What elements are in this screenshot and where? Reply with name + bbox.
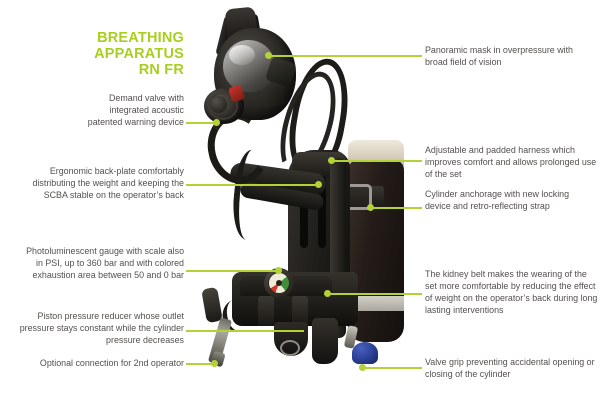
callout-optional-connection: Optional connection for 2nd operator (39, 358, 184, 368)
callout-pressure-reducer: Piston pressure reducer whose outlet pre… (19, 311, 184, 345)
mask-visor-highlight (229, 45, 255, 65)
demand-valve-ring (208, 92, 238, 120)
leader-line-panoramic-mask (270, 55, 422, 57)
leader-dot-cylinder-anchorage (367, 204, 374, 211)
leader-line-demand-valve (186, 122, 216, 124)
leader-line-kidney-belt (329, 293, 422, 295)
callout-cylinder-anchorage: Cylinder anchorage with new locking devi… (425, 189, 570, 211)
d-ring (280, 340, 300, 356)
leader-dot-valve-grip (359, 364, 366, 371)
callout-back-plate: Ergonomic back-plate comfortably distrib… (32, 166, 184, 200)
title-line-2: RN FR (138, 62, 184, 79)
leader-dot-panoramic-mask (265, 52, 272, 59)
kidney-belt-webbing-left (258, 296, 274, 326)
kidney-belt-webbing-right (292, 296, 308, 326)
leader-dot-kidney-belt (324, 290, 331, 297)
blue-valve-grip (352, 342, 378, 364)
callout-kidney-belt: The kidney belt makes the wearing of the… (425, 269, 598, 315)
leader-line-gauge (186, 270, 278, 272)
page-title: BREATHING APPARATUS RN FR (14, 30, 184, 79)
leader-line-back-plate (186, 184, 318, 186)
callout-demand-valve: Demand valve with integrated acoustic pa… (87, 93, 184, 127)
callout-gauge: Photoluminescent gauge with scale also i… (26, 246, 184, 280)
leader-dot-gauge (275, 267, 282, 274)
title-line-1: BREATHING APPARATUS (94, 30, 184, 63)
pressure-gauge-needle-hub (276, 280, 282, 286)
demand-valve-knob (210, 96, 227, 113)
leader-line-optional-connection (186, 363, 214, 365)
leader-dot-optional-connection (211, 360, 218, 367)
leader-dot-back-plate (315, 181, 322, 188)
callout-panoramic-mask: Panoramic mask in overpressure with broa… (425, 45, 573, 67)
leader-line-cylinder-anchorage (372, 207, 422, 209)
belt-lower-bracket (312, 318, 338, 364)
back-plate-slot-left (300, 176, 308, 248)
leader-line-harness (333, 160, 422, 162)
leader-dot-demand-valve (213, 119, 220, 126)
leader-line-pressure-reducer (186, 330, 304, 332)
product-image-scba (196, 0, 416, 405)
callout-harness: Adjustable and padded harness which impr… (425, 145, 597, 179)
back-plate-slot-right (318, 176, 326, 248)
leader-dot-harness (328, 157, 335, 164)
leader-line-valve-grip (364, 367, 422, 369)
callout-valve-grip: Valve grip preventing accidental opening… (425, 357, 595, 379)
retro-reflecting-strap (348, 296, 404, 311)
